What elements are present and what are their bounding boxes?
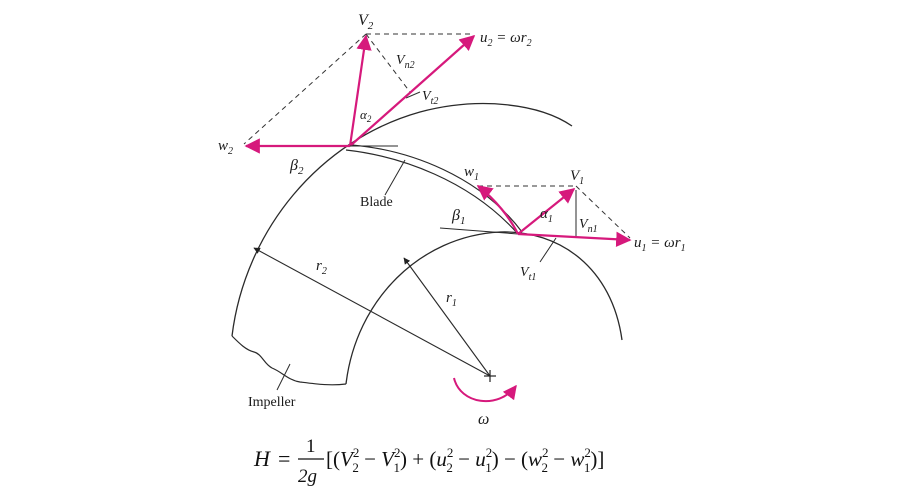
impeller-leader bbox=[276, 363, 291, 391]
r2-label: r2 bbox=[316, 258, 327, 277]
vt1-label: Vt1 bbox=[520, 265, 536, 283]
impeller-label: Impeller bbox=[248, 395, 296, 410]
beta1-tangent bbox=[439, 227, 519, 235]
blade-curve-a bbox=[345, 149, 519, 235]
omega-label: ω bbox=[478, 411, 489, 428]
u1-arrow bbox=[517, 231, 632, 247]
w1-label: w1 bbox=[464, 164, 479, 183]
blade-leader bbox=[384, 159, 406, 196]
outlet-dash-left bbox=[243, 33, 367, 145]
inner-impeller-arc bbox=[345, 231, 623, 385]
r2-line bbox=[253, 247, 491, 377]
equation-numerator: 1 bbox=[306, 436, 316, 457]
v1-arrow bbox=[517, 188, 576, 235]
u2-arrow bbox=[349, 34, 476, 147]
alpha2-label: α2 bbox=[360, 107, 372, 124]
w2-label: w2 bbox=[218, 138, 233, 157]
inlet-dash-right bbox=[575, 185, 631, 239]
vt1-leader bbox=[539, 237, 557, 263]
outlet-dash-vn2 bbox=[365, 33, 411, 93]
omega-arrow bbox=[453, 377, 517, 403]
v2-arrow bbox=[348, 34, 372, 147]
impeller-cut-line bbox=[231, 335, 347, 386]
beta2-label: β2 bbox=[289, 157, 304, 177]
r1-label: r1 bbox=[446, 290, 457, 309]
w1-arrow bbox=[476, 185, 519, 235]
r1-line bbox=[403, 257, 491, 377]
alpha1-label: α1 bbox=[540, 206, 553, 225]
outer-impeller-arc bbox=[231, 102, 573, 337]
v1-label: V1 bbox=[570, 168, 584, 187]
blade-label: Blade bbox=[360, 195, 393, 210]
vt2-label: Vt2 bbox=[422, 89, 438, 107]
equation-equals: = bbox=[278, 446, 290, 471]
beta1-label: β1 bbox=[451, 207, 465, 227]
vn1-label: Vn1 bbox=[579, 217, 598, 235]
u1-label: u1 = ωr1 bbox=[634, 235, 686, 254]
vn2-label: Vn2 bbox=[396, 53, 415, 71]
outlet-vt2-leader bbox=[405, 91, 421, 99]
equation-denominator: 2g bbox=[298, 466, 317, 487]
v2-label: V2 bbox=[358, 12, 374, 32]
blade-curve-b bbox=[351, 144, 523, 233]
u2-label: u2 = ωr2 bbox=[480, 30, 532, 49]
equation-lhs: H bbox=[253, 446, 271, 471]
